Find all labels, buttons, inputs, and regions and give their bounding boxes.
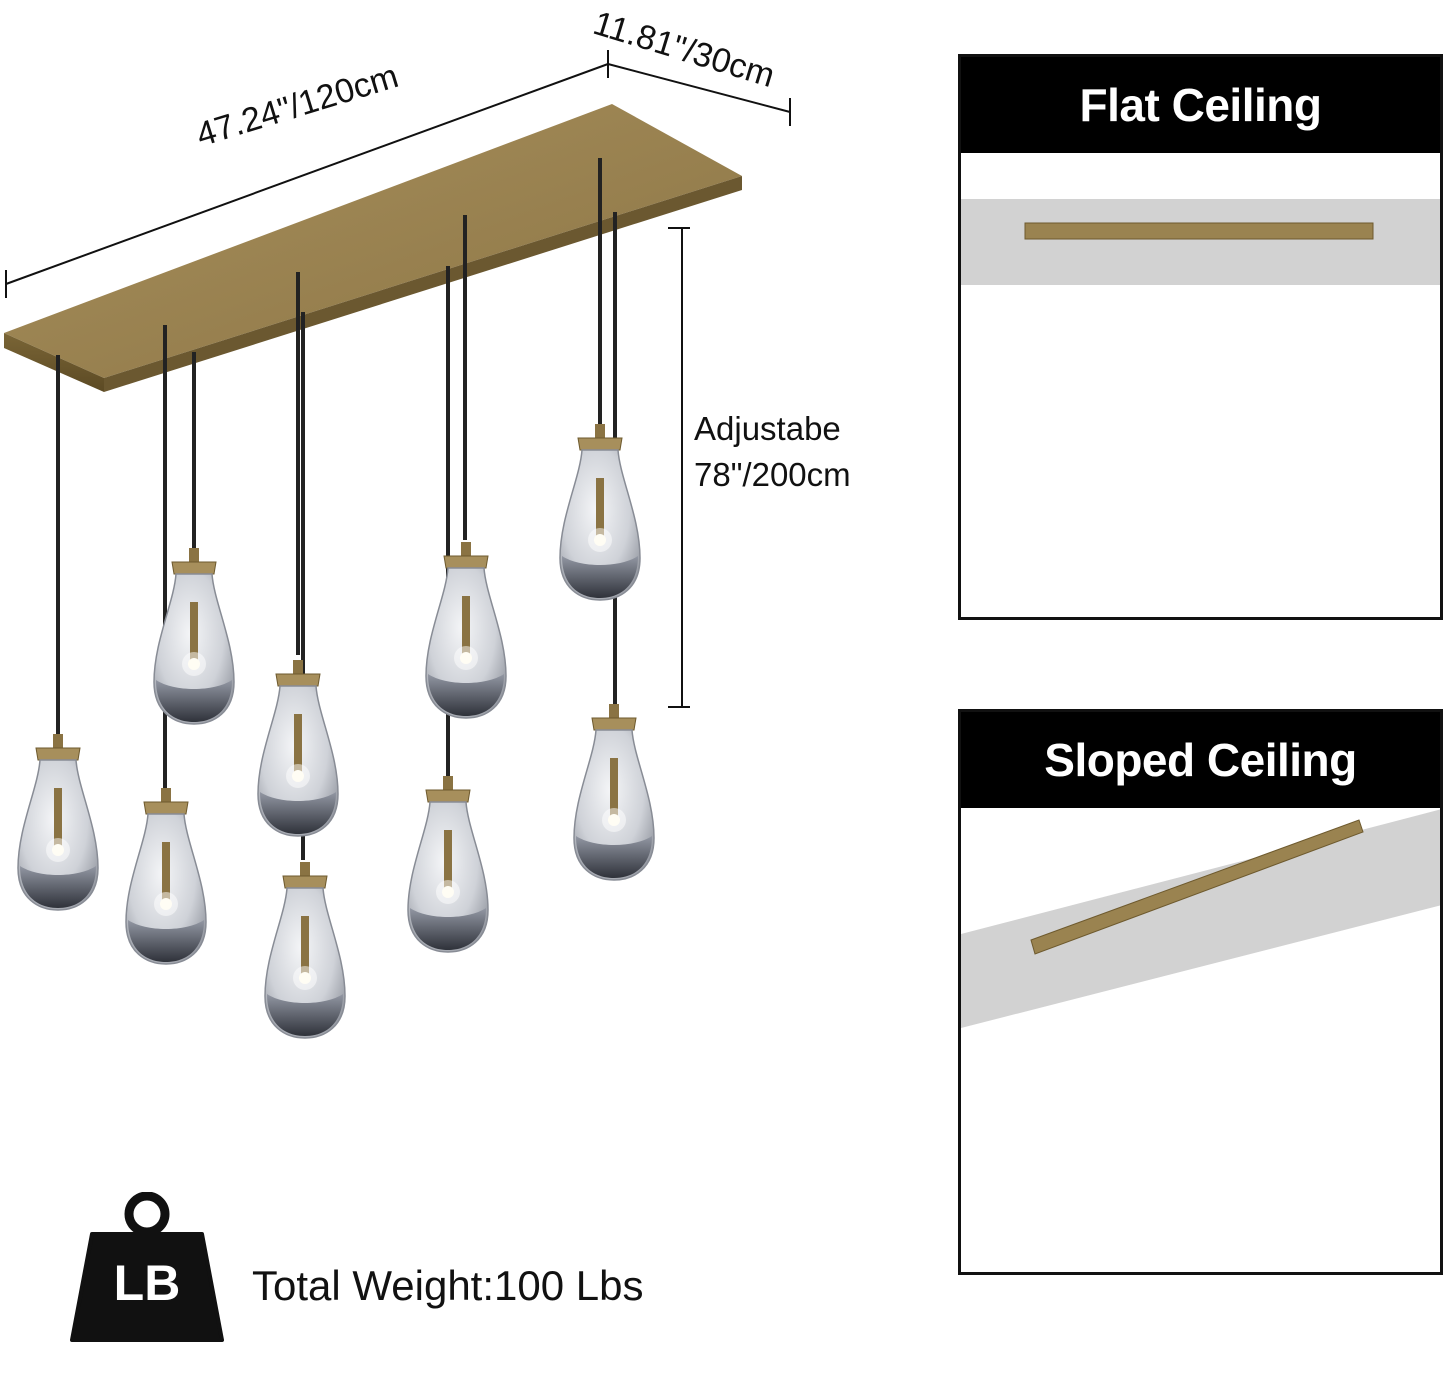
weight-unit-badge: LB	[113, 1255, 181, 1311]
height-label-line2: 78"/200cm	[694, 456, 851, 493]
sloped-ceiling-title: Sloped Ceiling	[961, 712, 1440, 808]
sloped-ceiling-illustration	[961, 809, 1440, 1174]
weight-icon	[70, 1192, 224, 1342]
ceiling-canopy	[4, 104, 742, 392]
flat-ceiling-panel: Flat Ceiling	[958, 54, 1443, 620]
height-label-line1: Adjustabe	[694, 410, 841, 447]
product-illustration	[4, 50, 791, 1039]
sloped-ceiling-panel: Sloped Ceiling	[958, 709, 1443, 1275]
suspension-cords	[56, 158, 617, 860]
depth-dimension-line	[607, 63, 791, 126]
flat-ceiling-illustration	[961, 199, 1440, 473]
height-dimension-label: Adjustabe 78"/200cm	[694, 406, 851, 498]
total-weight-text: Total Weight:100 Lbs	[252, 1262, 644, 1309]
height-dimension-line	[668, 227, 690, 708]
flat-ceiling-title: Flat Ceiling	[961, 57, 1440, 153]
pendant-lights	[17, 423, 655, 1039]
weight-info: LB Total Weight:100 Lbs	[70, 1192, 770, 1342]
